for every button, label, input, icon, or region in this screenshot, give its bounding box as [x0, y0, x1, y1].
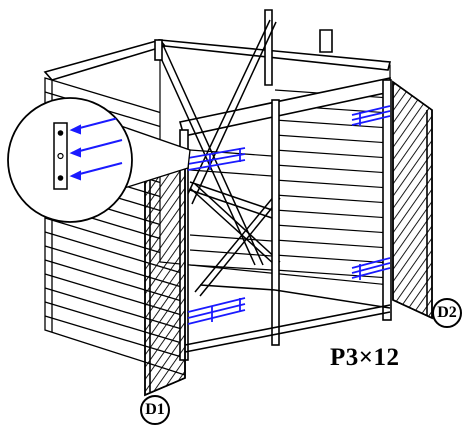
screw-icon: [351, 257, 391, 280]
screw-callout-label: P3×12: [330, 344, 400, 371]
screw-markers: [187, 105, 391, 325]
floor-frame: [184, 284, 391, 353]
left-door: [144, 150, 186, 397]
screw-icon: [187, 297, 246, 325]
cross-bracing: [154, 19, 281, 297]
door-d2-badge: D2: [432, 298, 462, 328]
screw-icon: [187, 147, 246, 171]
bracket-detail-icon: [7, 97, 191, 223]
door-d1-badge: D1: [140, 395, 170, 425]
screw-icon: [351, 105, 391, 126]
right-door: [392, 80, 433, 320]
